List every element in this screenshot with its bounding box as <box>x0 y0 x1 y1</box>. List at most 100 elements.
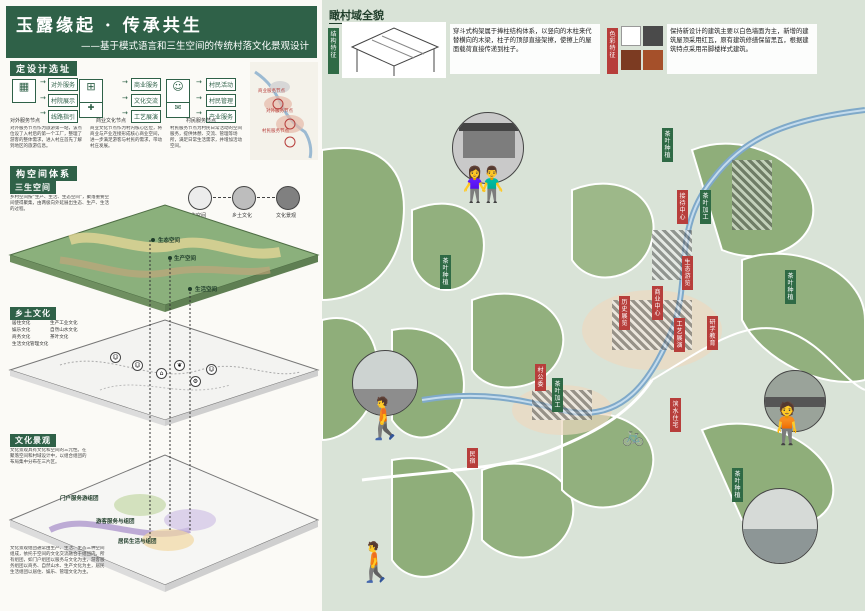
arrow-icon: → <box>40 109 46 117</box>
cultural-landscape-circle <box>276 186 300 210</box>
node-villager-management: 村民管理 <box>206 94 237 107</box>
col-label-commercial: 商业文化节点 <box>96 118 127 124</box>
arrow-icon: → <box>196 109 202 117</box>
swatch-black-tile <box>643 26 663 46</box>
layer-label-living: 生活空间 <box>195 287 218 293</box>
circle-label-rural-culture: 乡土文化 <box>232 213 253 219</box>
right-panel: 瞰村域全貌 结构特征 穿斗式构架属于捧柱结构体系，以竖向的木柱来代替横向的木梁，… <box>322 0 865 611</box>
spatial-system-title: 构空间体系 <box>10 166 78 181</box>
site-selection-title: 定设计选址 <box>10 61 78 76</box>
cultural-landscape-title: 文化景观 <box>10 434 56 447</box>
tag-reception-center: 接待中心 <box>677 190 688 224</box>
map-label-villager: 村民服务节点 <box>262 129 289 134</box>
three-life-desc: 乡村空间按“生产、生活、生态空间”，聚落重要空间使得聚集，由两极向外延展出生态、… <box>10 195 110 212</box>
tag-history-exhibit: 历史展览 <box>619 296 630 330</box>
tag-village-committee: 村公委 <box>535 364 546 391</box>
three-life-title: 三生空间 <box>10 181 56 194</box>
cultural-landscape-desc: 文化景观具有文化和空间的三元性。在聚落空间和村域设计中，以组合组团的布局集中分布… <box>10 448 87 465</box>
photo-circle-street <box>352 350 418 416</box>
photo-circle-fishing <box>742 488 818 564</box>
node-culture-exchange: 文化交流 <box>131 94 162 107</box>
roof-cluster <box>732 160 772 230</box>
person-icon: ☺ <box>132 360 143 371</box>
marker-dot <box>151 238 155 242</box>
tag-tea-planting-1: 茶叶种植 <box>662 128 673 162</box>
arrow-icon: → <box>196 94 202 102</box>
mail-icon: ✉ <box>166 102 190 118</box>
circle-label-cultural-landscape: 文化景观 <box>276 213 297 219</box>
col-label-external: 对外服务节点 <box>10 118 41 124</box>
tag-tea-planting-2: 茶叶种植 <box>440 255 451 289</box>
legend-entertainment: 娱乐文化 <box>12 328 31 333</box>
legend-tea: 茶叶文化 <box>50 335 69 340</box>
ring-label-gateway: 门户服务游组团 <box>60 496 99 502</box>
plus-icon: ✚ <box>79 102 103 118</box>
tag-eco-tour: 生态游览 <box>682 256 693 290</box>
legend-industry: 生产工业文化 <box>50 321 78 326</box>
title-banner: 玉露缘起 · 传承共生 ——基于模式语言和三生空间的传统村落文化景观设计 <box>6 6 317 58</box>
node-villager-activity: 村民活动 <box>206 78 237 91</box>
person-icon: ☺ <box>110 352 121 363</box>
node-external-service: 对外服务 <box>48 78 79 91</box>
connector-line <box>213 197 231 198</box>
poster-title: 玉露缘起 · 传承共生 <box>16 16 203 36</box>
person-silhouette: 🧍 <box>762 401 812 447</box>
site-paragraph-2: 商业文化节点作为村内核心区位，将商业与产业连接形成核心商业空间，进一步满足游客与… <box>90 126 162 149</box>
tag-commerce-center: 商业中心 <box>652 286 663 320</box>
node-village-display: 村院展示 <box>48 94 79 107</box>
arrow-icon: → <box>122 78 128 86</box>
legend-management: 管理文化 <box>30 342 49 347</box>
marker-dot <box>188 287 192 291</box>
photo-circle-building <box>452 112 524 184</box>
tag-tea-planting-3: 茶叶种植 <box>785 270 796 304</box>
structure-text: 穿斗式构架属于捧柱结构体系，以竖向的木柱来代替横向的木梁，柱子的顶部直接架擦，使… <box>450 24 600 74</box>
grid-icon: ▦ <box>12 79 36 103</box>
cultural-landscape-bottom-desc: 文化景观组团通常由生产、生活、生态三种空间组成，依托于空间的文化交流融合于组团内… <box>10 546 105 575</box>
color-text: 保持新设计的建筑主要以白色墙面为主，新增的建筑屋顶采用红瓦，原有建筑修缮保留黑瓦… <box>667 24 817 74</box>
gear-icon: ⚙ <box>190 376 201 387</box>
people-silhouette: 👫 <box>462 165 505 205</box>
person-icon: ☺ <box>206 364 217 375</box>
node-craft-show: 工艺展演 <box>131 110 162 123</box>
swatch-red-tile <box>621 50 641 70</box>
connector-line <box>257 197 275 198</box>
three-life-circle <box>188 186 212 210</box>
left-panel: 玉露缘起 · 传承共生 ——基于模式语言和三生空间的传统村落文化景观设计 定设计… <box>0 0 322 611</box>
node-industry-service: 产业服务 <box>206 110 237 123</box>
col-label-villager: 村民服务节点 <box>186 118 217 124</box>
arrow-icon: → <box>40 78 46 86</box>
structure-tag: 结构特征 <box>328 28 339 74</box>
legend-nature: 自然山水文化 <box>50 328 78 333</box>
person-silhouette: 🚶 <box>360 396 410 442</box>
map-label-external: 对外服务节点 <box>266 109 293 114</box>
photo-circle-bridge <box>764 370 826 432</box>
map-label-commercial: 商业服务节点 <box>258 89 285 94</box>
shop-icon: ⊞ <box>79 79 103 103</box>
ring-label-tourist: 游客服务与组团 <box>96 519 135 525</box>
layer-label-ecology: 生态空间 <box>158 238 181 244</box>
site-paragraph-3: 村民服务节点为村民日常活动的空间服务，提供休憩、交流、管理等场所，满足日常生活需… <box>170 126 242 149</box>
tag-tea-processing-2: 茶叶加工 <box>552 378 563 412</box>
tag-waterfront-housing: 滨水住宅 <box>670 398 681 432</box>
structure-illustration <box>342 22 446 78</box>
layer-label-production: 生产空间 <box>174 256 197 262</box>
legend-living: 生活文化 <box>12 342 31 347</box>
poster-subtitle: ——基于模式语言和三生空间的传统村落文化景观设计 <box>80 41 309 52</box>
color-tag: 色彩特征 <box>607 28 618 74</box>
tag-homestay: 民宿 <box>467 448 478 468</box>
rural-culture-title: 乡土文化 <box>10 307 56 320</box>
tag-craft-show: 工艺展演 <box>674 318 685 352</box>
node-commercial-service: 商业服务 <box>131 78 162 91</box>
marker-dot <box>168 256 172 260</box>
leaf-icon: ❦ <box>174 360 185 371</box>
arrow-icon: → <box>40 94 46 102</box>
ring-label-resident: 居民生活与组团 <box>118 539 157 545</box>
tag-study-education: 研学教育 <box>707 316 718 350</box>
traveler-silhouette: 🚶 <box>352 540 400 584</box>
arrow-icon: → <box>196 78 202 86</box>
tag-tea-processing-1: 茶叶加工 <box>700 190 711 224</box>
swatch-white-wall <box>621 26 641 46</box>
cyclist-silhouette: 🚲 <box>622 426 645 447</box>
swatch-red-roof <box>643 50 663 70</box>
